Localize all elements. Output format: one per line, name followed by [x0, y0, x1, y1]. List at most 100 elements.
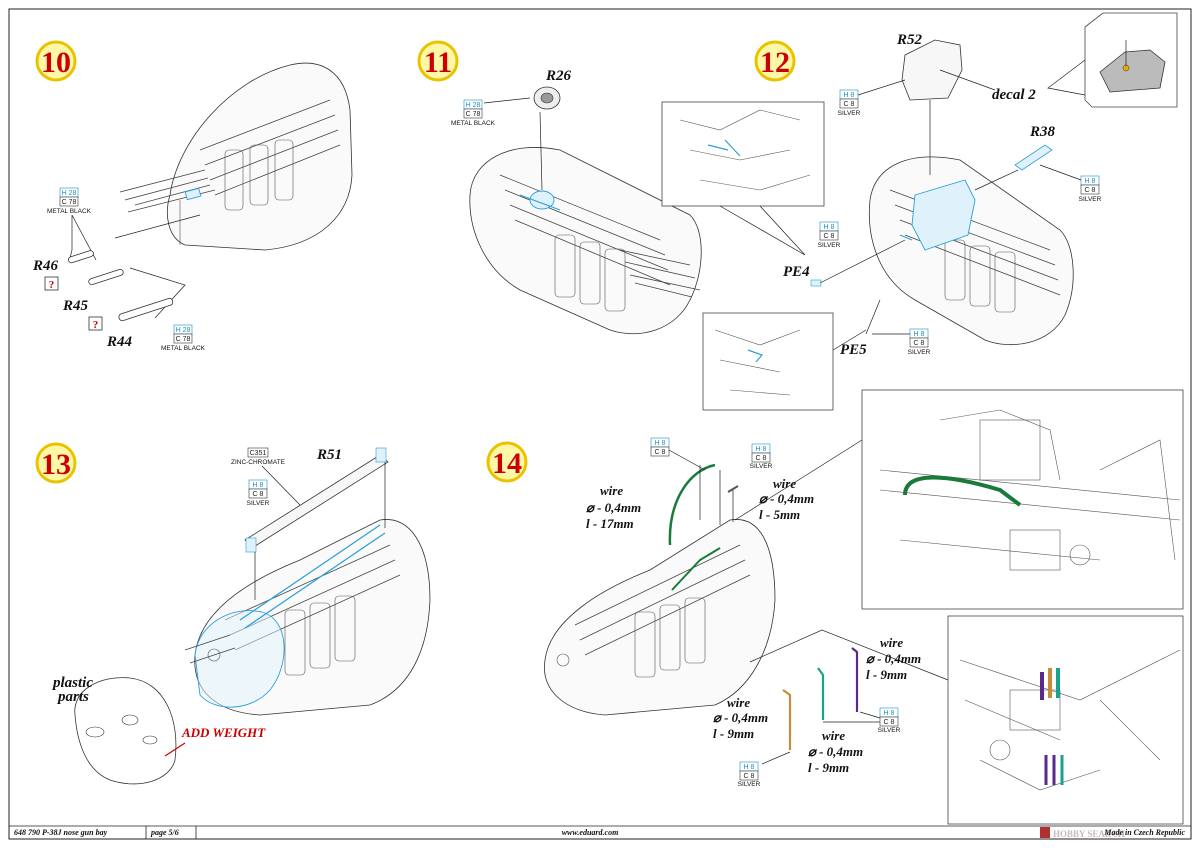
svg-text:⌀ - 0,4mm: ⌀ - 0,4mm: [713, 710, 768, 725]
svg-text:l - 17mm: l - 17mm: [586, 516, 634, 531]
step-14: 14 wire ⌀ - 0,4mm l - 17mm wire ⌀ - 0,4m…: [486, 389, 1184, 825]
part-r51: [244, 447, 389, 600]
plastic-parts-label: plastic: [51, 675, 93, 691]
wire-teal-9mm: [817, 667, 825, 720]
svg-text:C 8: C 8: [655, 449, 666, 456]
add-weight-warning: ADD WEIGHT: [181, 725, 266, 740]
color-callout: H 8 C 8 SILVER: [738, 761, 761, 788]
svg-text:H 8: H 8: [844, 92, 855, 99]
part-label-r44: R44: [106, 334, 133, 350]
svg-text:H 8: H 8: [744, 764, 755, 771]
svg-text:H 28: H 28: [176, 327, 191, 334]
nose-assembly-11: [469, 147, 702, 335]
color-callout: H 8 C 8 SILVER: [247, 479, 270, 507]
barrel-r46: [68, 250, 174, 322]
svg-text:C 8: C 8: [756, 455, 767, 462]
step-12: 12 R52 decal 2: [661, 32, 1102, 411]
step-13-badge: 13: [35, 442, 77, 484]
color-callout: H 8 C 8 SILVER: [1039, 164, 1102, 203]
wire-purple-9mm: [851, 647, 859, 712]
svg-text:⌀ - 0,4mm: ⌀ - 0,4mm: [866, 651, 921, 666]
color-callout: H 28 C 78 METAL BLACK: [47, 187, 92, 215]
color-callout: H 8 C 8 SILVER: [878, 707, 901, 734]
svg-text:wire: wire: [822, 728, 845, 743]
step-14-badge: 14: [486, 441, 528, 483]
svg-text:wire: wire: [880, 635, 903, 650]
svg-text:C 8: C 8: [844, 101, 855, 108]
svg-text:l - 5mm: l - 5mm: [759, 507, 800, 522]
svg-text:SILVER: SILVER: [818, 242, 841, 249]
color-callout: H 8 C 8 SILVER: [818, 221, 841, 249]
plastic-nose-cone: [74, 677, 177, 785]
color-callout: H 8 C 8 SILVER: [750, 443, 773, 470]
svg-text:METAL BLACK: METAL BLACK: [451, 120, 496, 127]
step-number: 12: [760, 46, 790, 79]
part-label-r45: R45: [62, 298, 89, 314]
step-10: 10 R46 R45 R44 ? ?: [32, 40, 353, 352]
svg-text:SILVER: SILVER: [750, 463, 773, 470]
detail-inset-wire-colors: [947, 615, 1184, 825]
svg-text:C 8: C 8: [1085, 187, 1096, 194]
detail-inset-wire-routing: [861, 389, 1184, 610]
footer-page: page 5/6: [150, 828, 179, 837]
svg-text:wire: wire: [727, 695, 750, 710]
footer: 648 790 P-38J nose gun bay page 5/6 www.…: [14, 826, 1185, 839]
step-11: 11 R26 H 28 C 78 METAL BLACK: [417, 40, 702, 335]
wire-spec-orange: wire ⌀ - 0,4mm l - 9mm: [713, 695, 768, 741]
part-r52: [901, 39, 996, 175]
step-13: 13 R51 C351 ZINC-CHROMATE: [35, 442, 431, 785]
optional-part-marker: ? ?: [44, 276, 103, 331]
color-callout: H 28 C 78 METAL BLACK: [161, 324, 206, 352]
footer-origin: Made in Czech Republic: [1103, 828, 1185, 837]
svg-text:METAL BLACK: METAL BLACK: [47, 208, 92, 215]
svg-text:H 8: H 8: [253, 482, 264, 489]
wire-spec-purple: wire ⌀ - 0,4mm l - 9mm: [866, 635, 921, 682]
part-label-r38: R38: [1029, 124, 1056, 140]
nose-assembly-10: [119, 62, 353, 251]
step-11-badge: 11: [417, 40, 459, 82]
svg-text:wire: wire: [773, 476, 796, 491]
svg-text:⌀ - 0,4mm: ⌀ - 0,4mm: [759, 491, 814, 506]
wire-spec-17mm: wire ⌀ - 0,4mm l - 17mm: [586, 483, 641, 531]
svg-text:H 8: H 8: [884, 710, 895, 717]
svg-text:SILVER: SILVER: [838, 110, 861, 117]
part-label-pe4: PE4: [783, 264, 810, 280]
svg-text:C 8: C 8: [253, 491, 264, 498]
part-label-pe5: PE5: [840, 342, 867, 358]
svg-text:METAL BLACK: METAL BLACK: [161, 345, 206, 352]
detail-inset-pe4: [661, 101, 825, 256]
question-mark-icon: ?: [49, 279, 55, 291]
nose-assembly-14: [543, 519, 776, 716]
svg-text:SILVER: SILVER: [738, 781, 761, 788]
step-number: 14: [492, 447, 522, 480]
svg-text:C 8: C 8: [884, 719, 895, 726]
part-r26: [533, 86, 561, 191]
footer-product: 648 790 P-38J nose gun bay: [14, 828, 108, 837]
svg-text:H 8: H 8: [756, 446, 767, 453]
part-label-r46: R46: [32, 258, 59, 274]
svg-text:wire: wire: [600, 483, 623, 498]
part-label-r26: R26: [545, 68, 572, 84]
svg-text:l - 9mm: l - 9mm: [808, 760, 849, 775]
svg-text:C 8: C 8: [914, 340, 925, 347]
wire-5mm: [727, 485, 739, 493]
svg-text:H 8: H 8: [1085, 178, 1096, 185]
nose-assembly-12: [868, 156, 1074, 346]
svg-text:⌀ - 0,4mm: ⌀ - 0,4mm: [586, 500, 641, 515]
question-mark-icon: ?: [93, 319, 99, 331]
wire-green-17mm: [668, 463, 716, 546]
svg-text:C 8: C 8: [744, 773, 755, 780]
svg-text:ZINC-CHROMATE: ZINC-CHROMATE: [231, 459, 286, 466]
nose-assembly-13: [184, 519, 431, 716]
color-callout: H 8 C 8 SILVER: [838, 79, 906, 117]
wire-spec-5mm: wire ⌀ - 0,4mm l - 5mm: [759, 476, 814, 522]
wire-orange-9mm: [782, 689, 792, 750]
detail-inset-pe5: [702, 312, 867, 411]
svg-text:HOBBY SEARCH: HOBBY SEARCH: [1053, 829, 1125, 839]
svg-text:C 78: C 78: [466, 111, 481, 118]
step-number: 11: [424, 46, 452, 79]
svg-text:C351: C351: [250, 450, 267, 457]
svg-text:SILVER: SILVER: [908, 349, 931, 356]
